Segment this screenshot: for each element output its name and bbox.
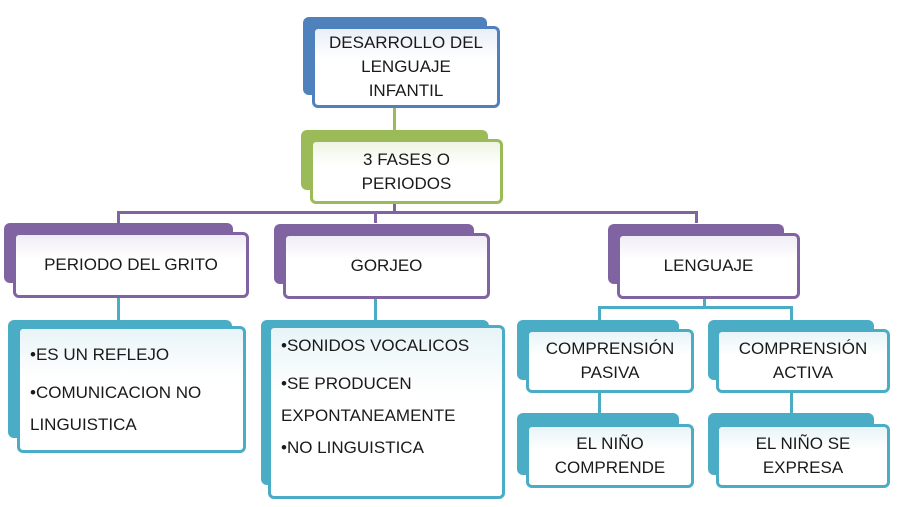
connector-activa-drop bbox=[790, 306, 793, 320]
gorjeo-item-1: •SONIDOS VOCALICOS bbox=[281, 336, 470, 355]
pasiva-detail-label: EL NIÑO COMPRENDE bbox=[554, 434, 666, 477]
connector-lenguaje-drop bbox=[695, 211, 698, 223]
grito-item-1: •ES UN REFLEJO bbox=[30, 345, 170, 364]
connector-activa-detail bbox=[790, 393, 793, 413]
connector-gorjeo-list bbox=[374, 298, 377, 320]
connector-lenguaje-bar bbox=[598, 306, 793, 309]
branch-lenguaje-label: LENGUAJE bbox=[663, 256, 754, 275]
connector-phases-down bbox=[393, 203, 396, 213]
phases-label: 3 FASES O PERIODOS bbox=[361, 149, 452, 193]
gorjeo-item-2: •SE PRODUCEN EXPONTANEAMENTE bbox=[281, 374, 456, 425]
connector-pasiva-detail bbox=[598, 393, 601, 413]
connector-gorjeo-drop bbox=[374, 211, 377, 223]
gorjeo-item-3: •NO LINGUISTICA bbox=[281, 438, 424, 457]
root-label: DESARROLLO DEL LENGUAJE INFANTIL bbox=[329, 33, 483, 100]
connector-lenguaje-down bbox=[703, 298, 706, 308]
activa-label: COMPRENSIÓN ACTIVA bbox=[738, 339, 868, 382]
activa-detail-label: EL NIÑO SE EXPRESA bbox=[755, 434, 851, 477]
connector-branch-bar bbox=[117, 211, 698, 214]
connector-root-phases bbox=[393, 108, 396, 130]
connector-grito-list bbox=[117, 298, 120, 320]
connector-grito-drop bbox=[117, 211, 120, 223]
pasiva-label: COMPRENSIÓN PASIVA bbox=[545, 339, 675, 382]
branch-gorjeo-label: GORJEO bbox=[350, 256, 423, 275]
grito-item-2: •COMUNICACION NO LINGUISTICA bbox=[30, 383, 202, 434]
branch-grito-label: PERIODO DEL GRITO bbox=[44, 255, 218, 274]
connector-pasiva-drop bbox=[598, 306, 601, 320]
